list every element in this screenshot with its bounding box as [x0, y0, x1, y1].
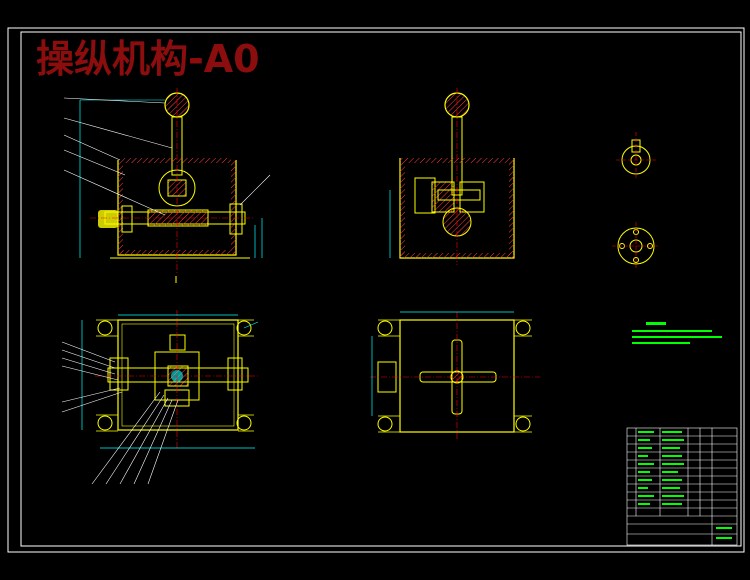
title-block: [626, 427, 738, 546]
bottom-view: [370, 311, 540, 440]
parts-list-entries: [638, 431, 732, 539]
technical-notes: [632, 322, 722, 344]
drawing-title: 操纵机构-A0: [36, 37, 260, 81]
top-view: [61, 310, 260, 485]
inner-frame: [20, 31, 742, 547]
outer-frame: [7, 27, 745, 553]
front-view: [63, 88, 271, 283]
detail-views: [612, 132, 660, 270]
side-view: [389, 88, 515, 265]
